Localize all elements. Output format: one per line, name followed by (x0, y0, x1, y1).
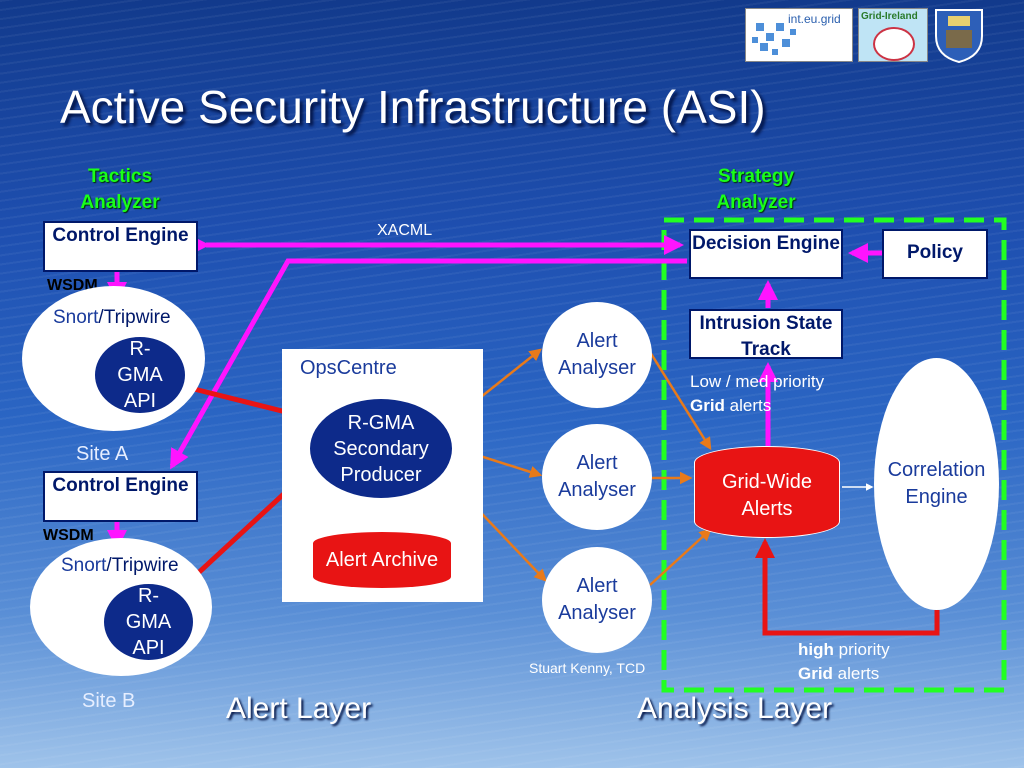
site-a-label: Site A (76, 443, 129, 465)
xacml-label: XACML (377, 222, 433, 239)
tripwire-label: /Tripwire (106, 555, 179, 576)
logo-text: int.eu.grid (788, 12, 841, 26)
globe-icon (873, 27, 915, 61)
decision-engine: Decision Engine (689, 229, 843, 279)
rgma-secondary-producer: R-GMA Secondary Producer (308, 397, 454, 500)
analysis-layer-boundary (661, 217, 1007, 693)
grid-wide-label: Grid-Wide Alerts (721, 471, 812, 520)
alert-analyser-2: Alert Analyser (542, 424, 652, 530)
grid-bold: Grid (690, 396, 725, 415)
low-med-line-2: Grid alerts (690, 394, 824, 418)
crest-icon (935, 9, 983, 64)
tcd-crest-logo (932, 6, 986, 64)
analyser-1-to-gridwide (648, 351, 712, 451)
grid-pattern-icon (752, 23, 796, 55)
alert-archive-label: Alert Archive (325, 549, 439, 571)
wsdm-label-b: WSDM (43, 527, 94, 544)
analysis-layer-label: Analysis Layer (637, 692, 833, 725)
grid-bold: Grid (798, 664, 833, 683)
intrusion-state-track: Intrusion State Track (689, 309, 843, 360)
alert-analyser-3: Alert Analyser (542, 547, 652, 653)
low-med-priority-note: Low / med priority Grid alerts (690, 370, 824, 418)
alert-analyser-1: Alert Analyser (542, 302, 652, 408)
snort-tripwire-b: Snort/Tripwire (61, 555, 179, 577)
logo-text: Grid-Ireland (861, 11, 918, 22)
analyser-3-to-gridwide (649, 528, 712, 586)
grid-ireland-logo: Grid-Ireland (858, 8, 928, 62)
opscentre-title: OpsCentre (300, 357, 397, 379)
high-priority-note: high priority Grid alerts (798, 638, 890, 686)
strategy-analyzer-label: Strategy Analyzer (716, 166, 796, 213)
high-priority-arrow (755, 538, 940, 636)
correlation-engine: Correlation Engine (874, 358, 999, 610)
tactics-analyzer-label: Tactics Analyzer (80, 166, 160, 213)
snort-label: Snort (61, 555, 107, 576)
alerts-text: alerts (832, 664, 880, 683)
int-eu-grid-logo: int.eu.grid (745, 8, 853, 62)
alert-archive: Alert Archive (313, 532, 451, 588)
site-b-label: Site B (82, 690, 136, 712)
snort-label: Snort (53, 307, 99, 328)
tripwire-label: /Tripwire (98, 307, 171, 328)
low-med-line-1: Low / med priority (690, 372, 825, 391)
priority-text: priority (833, 640, 890, 659)
page-title: Active Security Infrastructure (ASI) (60, 81, 766, 133)
rgma-api-b: R-GMA API (102, 582, 195, 662)
alerts-text: alerts (724, 396, 772, 415)
rgma-api-a: R-GMA API (93, 335, 187, 415)
snort-tripwire-a: Snort/Tripwire (53, 307, 171, 329)
grid-wide-alerts: Grid-Wide Alerts (694, 446, 840, 538)
control-engine-b: Control Engine (43, 471, 198, 522)
alert-layer-label: Alert Layer (226, 692, 372, 725)
high-line-1: high priority (798, 638, 890, 662)
control-engine-a: Control Engine (43, 221, 198, 272)
decision-to-site-b-arrow (169, 258, 687, 470)
policy-box: Policy (882, 229, 988, 279)
high-line-2: Grid alerts (798, 662, 890, 686)
credit-label: Stuart Kenny, TCD (529, 660, 646, 676)
high-bold: high (798, 640, 834, 659)
